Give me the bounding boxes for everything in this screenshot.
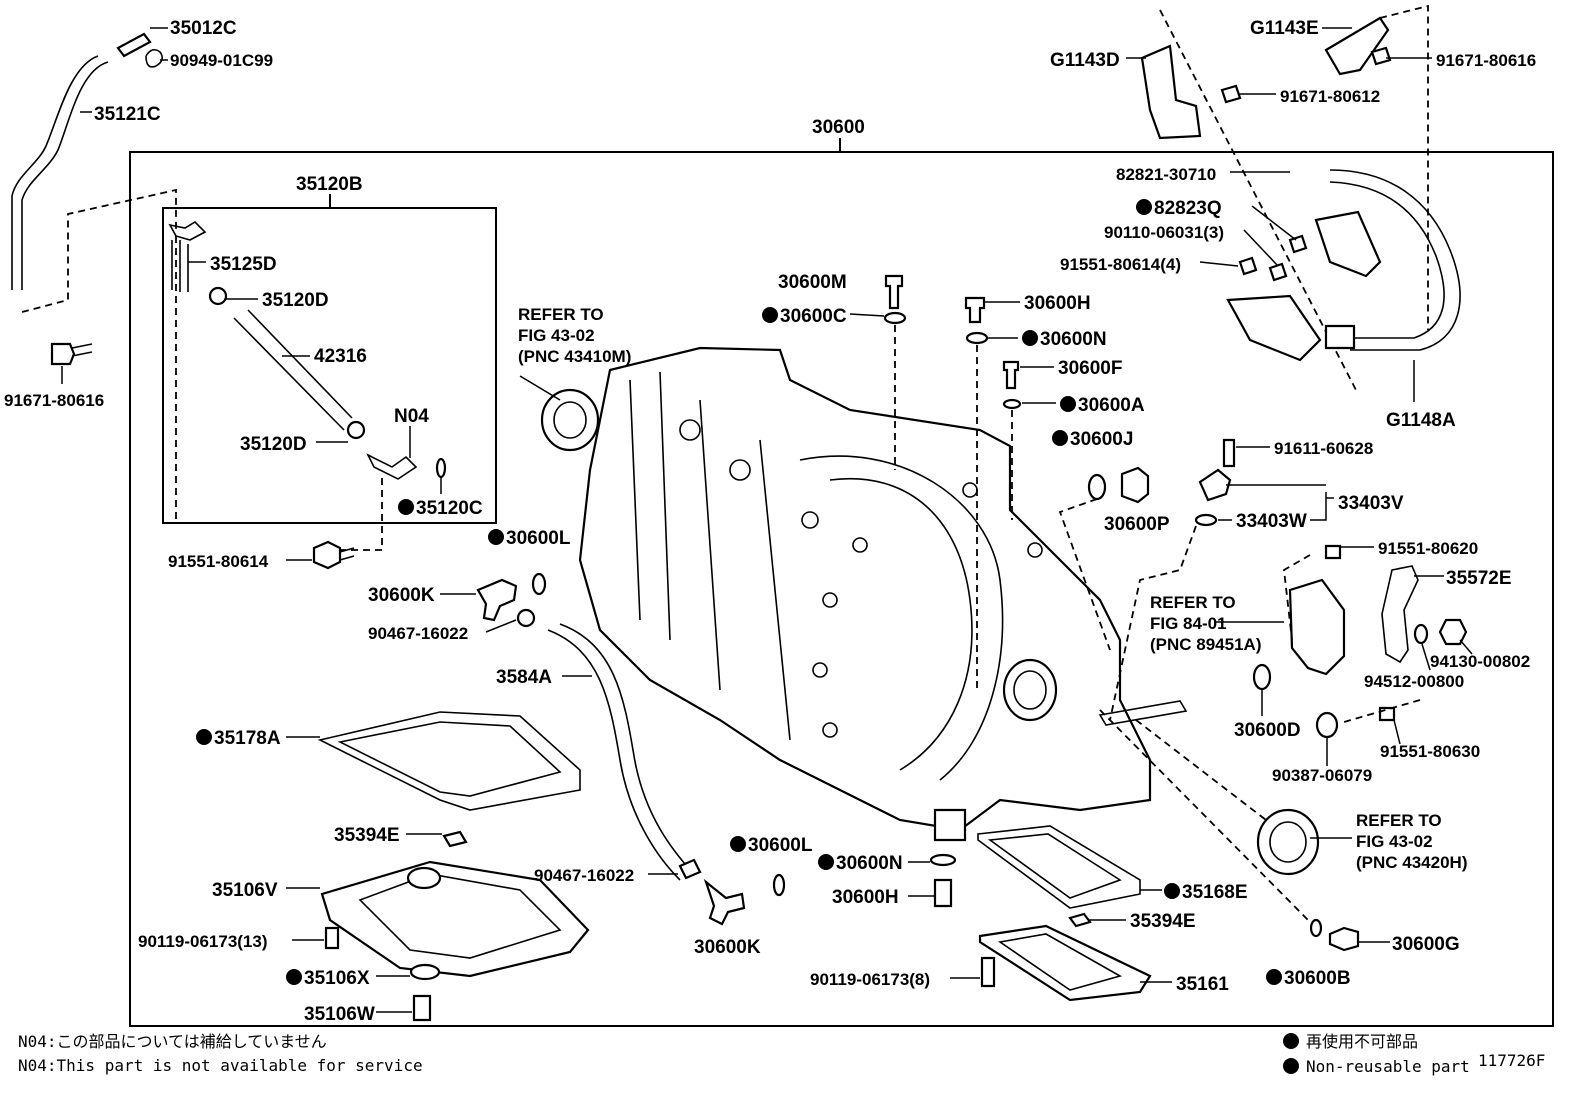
part-number-label: 90110-06031(3): [1104, 223, 1224, 242]
part-number-label: 94512-00800: [1364, 672, 1464, 691]
part-number-label: 90119-06173(13): [138, 932, 268, 951]
refer-note-line: REFER TO: [1150, 593, 1236, 612]
refer-note-line: FIG 43-02: [1356, 832, 1433, 851]
refer-notes: REFER TO FIG 43-02 (PNC 43410M) REFER TO FIG…: [518, 305, 1468, 872]
non-reusable-marker-icon: [1266, 969, 1282, 985]
part-number-label: 91551-80620: [1378, 539, 1478, 558]
non-reusable-marker-icon: [286, 969, 302, 985]
non-reusable-marker-icon: [1060, 396, 1076, 412]
part-number-label: 82821-30710: [1116, 165, 1216, 184]
part-number-label: 35161: [1176, 974, 1229, 995]
refer-note-line: REFER TO: [1356, 811, 1442, 830]
part-number-label: 35394E: [334, 825, 400, 846]
refer-note-line: FIG 43-02: [518, 326, 595, 345]
part-number-label: 35106X: [304, 968, 370, 989]
part-number-label: 33403V: [1338, 493, 1404, 514]
part-labels: 35012C 90949-01C99 35121C 91671-80616 35125D…: [4, 18, 1536, 1025]
part-number-label: 30600D: [1234, 720, 1301, 741]
part-number-label: 90949-01C99: [170, 51, 273, 70]
part-number-label: 30600P: [1104, 514, 1170, 535]
part-number-label: 30600N: [836, 853, 903, 874]
part-number-label: 91611-60628: [1274, 439, 1373, 458]
part-number-label: 30600M: [778, 272, 847, 293]
part-number-label: 91671-80616: [1436, 51, 1536, 70]
part-number-label: 42316: [314, 346, 367, 367]
part-number-label: 30600J: [1070, 429, 1133, 450]
non-reusable-dot-icon: [1283, 1033, 1299, 1049]
part-number-label: 30600K: [368, 585, 435, 606]
part-number-label: 30600H: [1024, 293, 1091, 314]
assembly-frame: [129, 151, 1554, 1027]
non-reusable-marker-icon: [762, 307, 778, 323]
part-number-label: 30600L: [506, 528, 571, 549]
refer-note-line: REFER TO: [518, 305, 604, 324]
part-number-label: 33403W: [1236, 511, 1307, 532]
part-drawings: [11, 4, 1468, 1022]
subassembly-label: 35120B: [296, 174, 363, 195]
refer-note-line: (PNC 43410M): [518, 347, 631, 366]
part-number-label: 35120D: [262, 290, 329, 311]
part-number-label: 35125D: [210, 254, 277, 275]
part-number-label: 35178A: [214, 728, 281, 749]
part-number-label: 94130-00802: [1430, 652, 1530, 671]
part-number-label: G1148A: [1386, 410, 1456, 431]
part-number-label: G1143D: [1050, 50, 1120, 71]
non-reusable-marker-icon: [196, 729, 212, 745]
part-number-label: 90119-06173(8): [810, 970, 930, 989]
part-number-label: 90467-16022: [534, 866, 634, 885]
part-number-label: 35106W: [304, 1004, 375, 1025]
part-number-label: 35120D: [240, 434, 307, 455]
part-number-label: 30600G: [1392, 934, 1460, 955]
part-number-label: 30600L: [748, 835, 813, 856]
part-number-label: 30600H: [832, 887, 899, 908]
part-number-label: 91671-80612: [1280, 87, 1380, 106]
part-number-label: 35120C: [416, 498, 483, 519]
part-number-label: 91551-80614: [168, 552, 269, 571]
part-number-label: 82823Q: [1154, 198, 1222, 219]
non-reusable-dot-icon: [1283, 1058, 1299, 1074]
legend-non-reusable-ja: 再使用不可部品: [1306, 1032, 1418, 1051]
assembly-label: 30600: [812, 117, 865, 138]
non-reusable-marker-icon: [730, 836, 746, 852]
legend-non-reusable-en: Non-reusable part: [1306, 1057, 1470, 1076]
part-number-label: 30600N: [1040, 329, 1107, 350]
refer-note-line: (PNC 89451A): [1150, 635, 1262, 654]
non-reusable-marker-icon: [818, 854, 834, 870]
refer-note-line: FIG 84-01: [1150, 614, 1227, 633]
part-number-label: 30600K: [694, 937, 761, 958]
non-reusable-marker-icon: [488, 529, 504, 545]
footnote-n04-ja: N04:この部品については補給していません: [18, 1032, 327, 1051]
part-number-label: 91551-80614(4): [1060, 255, 1181, 274]
refer-note-line: (PNC 43420H): [1356, 853, 1468, 872]
part-number-label: 91551-80630: [1380, 742, 1480, 761]
part-number-label: 30600A: [1078, 395, 1145, 416]
part-number-label: 30600B: [1284, 968, 1351, 989]
part-number-label: 90387-06079: [1272, 766, 1372, 785]
non-reusable-marker-icon: [398, 499, 414, 515]
part-number-label: 35168E: [1182, 882, 1248, 903]
part-number-label: N04: [394, 406, 429, 427]
leader-lines: [80, 27, 1473, 1013]
part-number-label: 30600F: [1058, 358, 1122, 379]
part-number-label: 30600C: [780, 306, 847, 327]
non-reusable-marker-icon: [1136, 199, 1152, 215]
non-reusable-marker-icon: [1164, 883, 1180, 899]
part-number-label: G1143E: [1250, 18, 1319, 39]
part-number-label: 91671-80616: [4, 391, 104, 410]
non-reusable-marker-icon: [1022, 330, 1038, 346]
part-number-label: 35012C: [170, 18, 237, 39]
part-number-label: 35121C: [94, 104, 161, 125]
part-number-label: 35106V: [212, 880, 278, 901]
footnote-n04-en: N04:This part is not available for servi…: [18, 1056, 423, 1075]
non-reusable-marker-icon: [1052, 430, 1068, 446]
part-number-label: 35572E: [1446, 568, 1512, 589]
part-number-label: 35394E: [1130, 911, 1196, 932]
part-number-label: 90467-16022: [368, 624, 468, 643]
part-number-label: 3584A: [496, 667, 552, 688]
figure-id: 117726F: [1478, 1051, 1545, 1070]
